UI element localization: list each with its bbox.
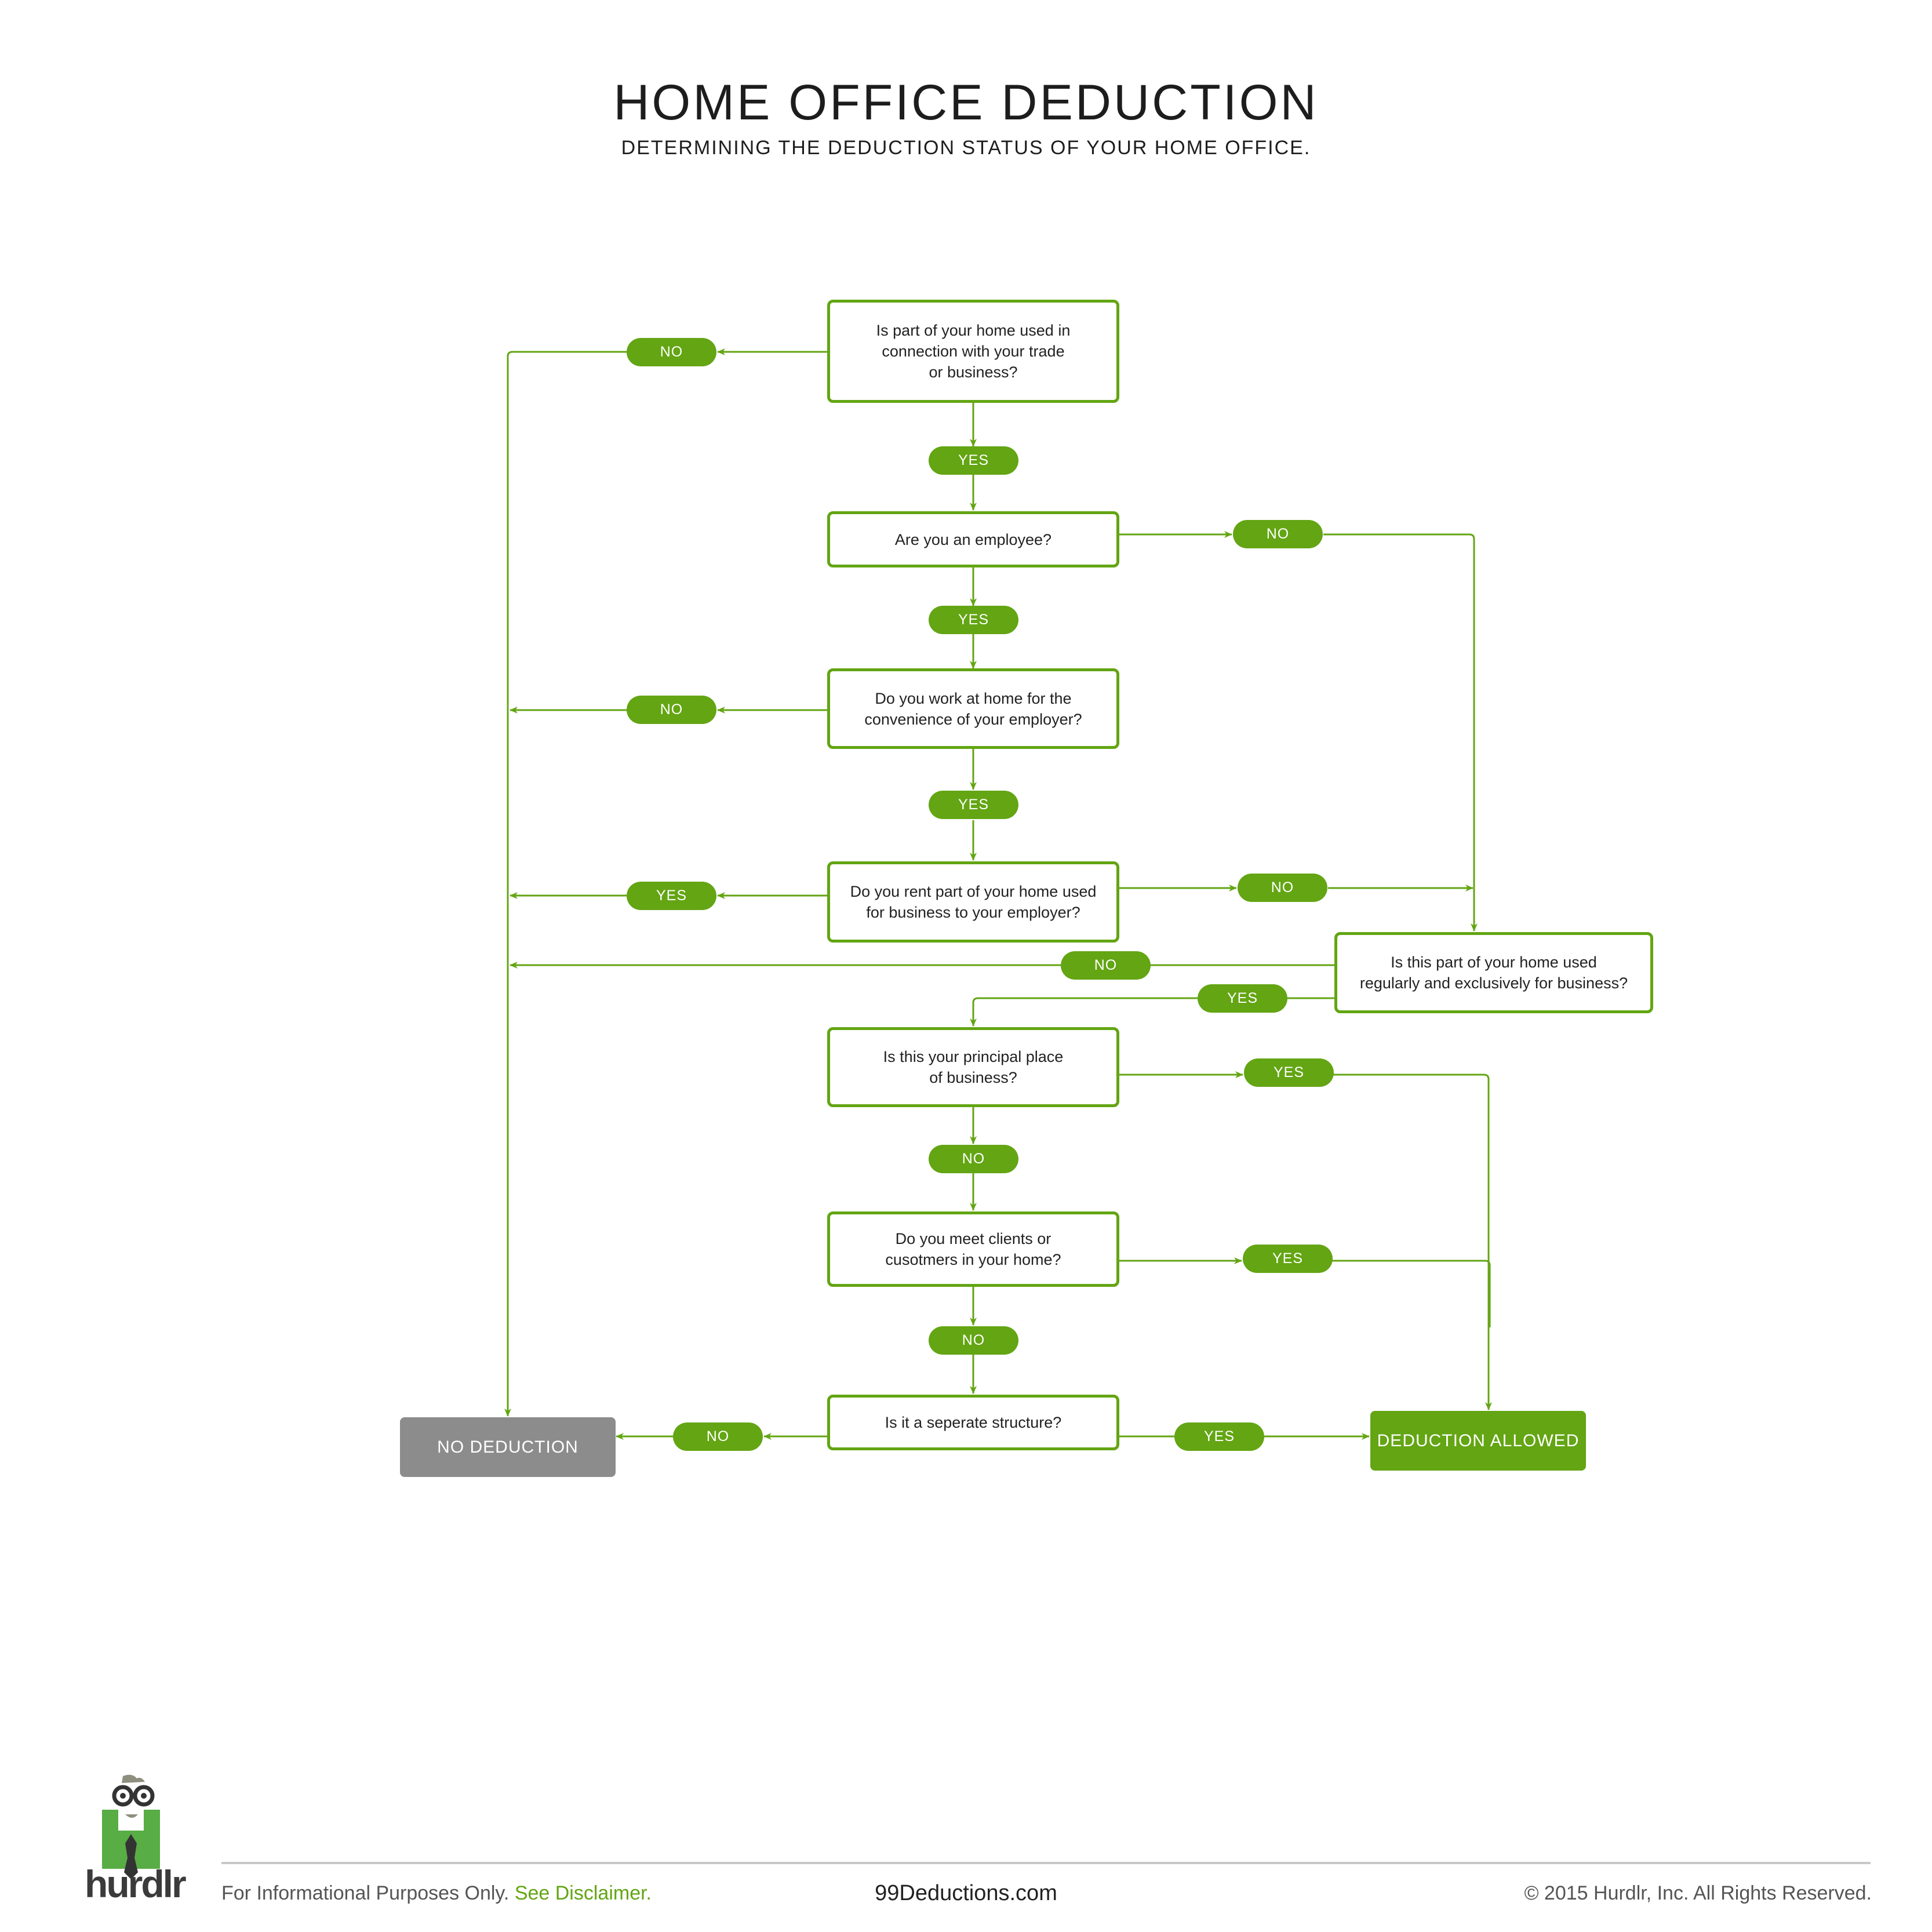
question-principal-place: Is this your principal place of business… bbox=[827, 1027, 1119, 1107]
question-rent-to-employer: Do you rent part of your home used for b… bbox=[827, 861, 1119, 943]
terminal-no-deduction: NO DEDUCTION bbox=[400, 1417, 616, 1477]
footer-divider bbox=[221, 1862, 1871, 1864]
terminal-deduction-allowed: DEDUCTION ALLOWED bbox=[1370, 1411, 1586, 1471]
question-separate-structure: Is it a seperate structure? bbox=[827, 1395, 1119, 1450]
answer-q6-yes: YES bbox=[1244, 1058, 1334, 1087]
site-url[interactable]: 99Deductions.com bbox=[875, 1881, 1057, 1905]
question-are-you-employee: Are you an employee? bbox=[827, 511, 1119, 567]
answer-q1-yes: YES bbox=[929, 446, 1018, 475]
info-text: For Informational Purposes Only. bbox=[221, 1882, 510, 1904]
answer-q4-no: NO bbox=[1238, 874, 1327, 902]
question-regular-exclusive-use: Is this part of your home used regularly… bbox=[1334, 932, 1653, 1013]
answer-q2-yes: YES bbox=[929, 606, 1018, 634]
question-meet-clients: Do you meet clients or cusotmers in your… bbox=[827, 1211, 1119, 1287]
hurdlr-logo-text: hurdlr bbox=[85, 1862, 187, 1905]
question-convenience-of-employer: Do you work at home for the convenience … bbox=[827, 668, 1119, 749]
question-home-used-for-business: Is part of your home used in connection … bbox=[827, 300, 1119, 403]
answer-q5-yes: YES bbox=[1198, 984, 1287, 1013]
disclaimer-link[interactable]: See Disclaimer. bbox=[514, 1882, 652, 1904]
answer-q4-yes: YES bbox=[627, 882, 716, 910]
answer-q7-yes: YES bbox=[1243, 1245, 1333, 1273]
answer-q7-no: NO bbox=[929, 1326, 1018, 1355]
answer-q2-no: NO bbox=[1233, 520, 1323, 548]
answer-q6-no: NO bbox=[929, 1145, 1018, 1173]
answer-q3-no: NO bbox=[627, 696, 716, 724]
page-title: HOME OFFICE DEDUCTION bbox=[613, 75, 1319, 130]
answer-q8-no: NO bbox=[673, 1422, 763, 1451]
answer-q5-no: NO bbox=[1061, 951, 1151, 980]
answer-q8-yes: YES bbox=[1174, 1422, 1264, 1451]
answer-q1-no: NO bbox=[627, 338, 716, 366]
copyright-text: © 2015 Hurdlr, Inc. All Rights Reserved. bbox=[1524, 1882, 1872, 1904]
answer-q3-yes: YES bbox=[929, 791, 1018, 819]
page-subtitle: DETERMINING THE DEDUCTION STATUS OF YOUR… bbox=[621, 137, 1311, 159]
footer-info: For Informational Purposes Only. See Dis… bbox=[221, 1882, 652, 1905]
hurdlr-mascot-icon bbox=[102, 1774, 160, 1879]
